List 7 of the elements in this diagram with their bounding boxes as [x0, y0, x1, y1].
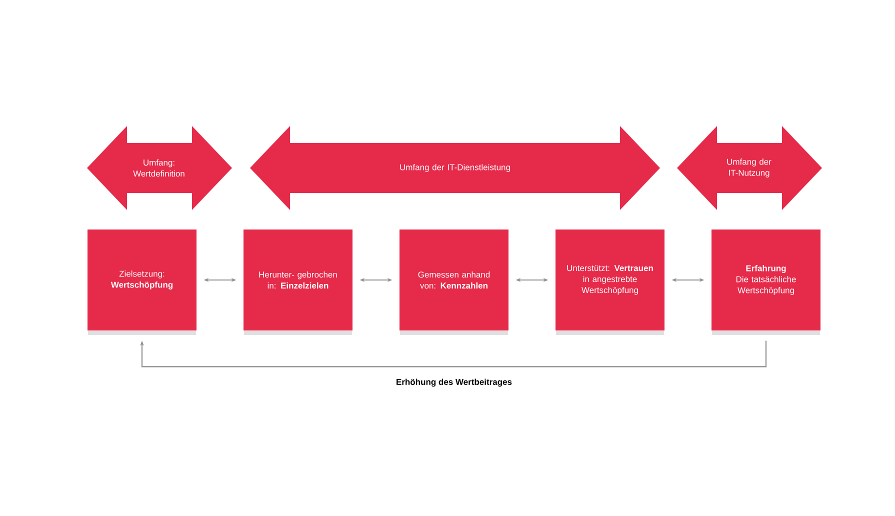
process-box: Unterstützt: Vertrauen in angestrebte Wertschöpfung	[556, 230, 664, 330]
process-box: Erfahrung Die tatsächliche Wertschöpfung	[712, 230, 820, 330]
feedback-arrow	[140, 340, 767, 368]
process-box: Herunter- gebrochen in: Einzelzielen	[244, 230, 352, 330]
process-box: Gemessen anhand von: Kennzahlen	[400, 230, 508, 330]
edge-label: Erhöhung des Wertbeitrages	[396, 378, 512, 387]
process-box: Zielsetzung: Wertschöpfung	[88, 230, 196, 330]
